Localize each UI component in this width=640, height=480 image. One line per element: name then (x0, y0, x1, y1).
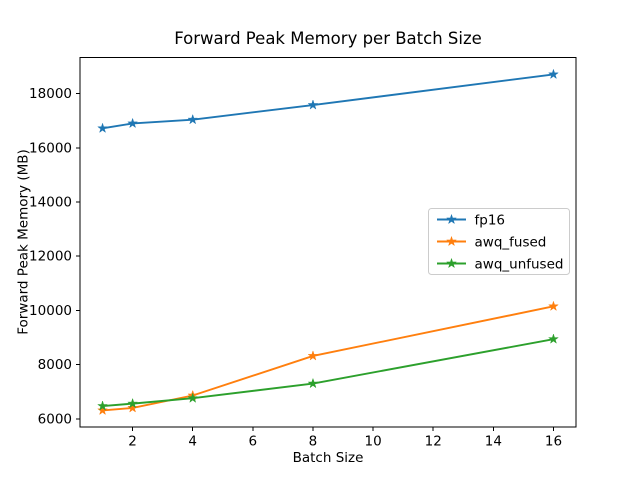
marker-awq_fused (547, 300, 559, 312)
legend-label: awq_unfused (475, 256, 564, 272)
x-tick-label: 6 (249, 434, 258, 450)
marker-fp16 (97, 122, 109, 134)
y-tick-label: 12000 (29, 249, 72, 265)
y-tick-label: 6000 (38, 411, 72, 427)
y-tick-label: 14000 (29, 195, 72, 211)
legend-item-awq_unfused: awq_unfused (437, 256, 563, 272)
x-tick-label: 12 (425, 434, 442, 450)
marker-fp16 (127, 117, 139, 129)
x-tick-label: 16 (545, 434, 562, 450)
legend-item-fp16: fp16 (437, 212, 505, 228)
legend-label: awq_fused (475, 234, 547, 250)
legend-marker-awq_fused (445, 235, 458, 247)
axes-ticks: 2 4 6 8 10 12 14 16 6000 8000 10000 12000 14000 16000… (29, 86, 562, 450)
marker-awq_fused (307, 350, 319, 361)
legend-label: fp16 (475, 212, 506, 228)
marker-awq_fused (97, 404, 109, 416)
y-tick-label: 10000 (29, 303, 72, 319)
marker-awq_unfused (187, 392, 199, 403)
marker-awq_unfused (97, 400, 109, 411)
marker-awq_unfused (547, 333, 559, 344)
x-tick-label: 2 (128, 434, 137, 450)
marker-awq_unfused (127, 397, 139, 409)
plot-area (79, 57, 577, 428)
legend-marker-fp16 (445, 213, 458, 225)
y-axis-label: Forward Peak Memory (MB) (15, 149, 32, 335)
series-line-awq_fused (101, 305, 555, 412)
x-tick-label: 8 (309, 434, 318, 450)
marker-awq_fused (127, 402, 139, 413)
y-tick-label: 18000 (29, 86, 72, 102)
x-tick-label: 4 (188, 434, 197, 450)
marker-awq_unfused (307, 377, 319, 389)
series-line-awq_unfused (101, 338, 555, 408)
x-tick-label: 10 (364, 434, 381, 450)
series-line-fp16 (101, 73, 555, 130)
legend-item-awq_fused: awq_fused (437, 234, 546, 250)
legend: fp16 awq_fused awq_unfused (428, 208, 570, 275)
chart-title: Forward Peak Memory per Batch Size (174, 29, 482, 48)
y-tick-label: 8000 (38, 357, 72, 373)
x-axis-label: Batch Size (292, 450, 364, 466)
legend-marker-awq_unfused (445, 257, 458, 269)
marker-fp16 (307, 99, 319, 110)
x-tick-label: 14 (485, 434, 502, 450)
marker-fp16 (187, 113, 199, 125)
y-tick-label: 16000 (29, 140, 72, 156)
legend-box (428, 208, 570, 275)
marker-fp16 (547, 68, 559, 80)
